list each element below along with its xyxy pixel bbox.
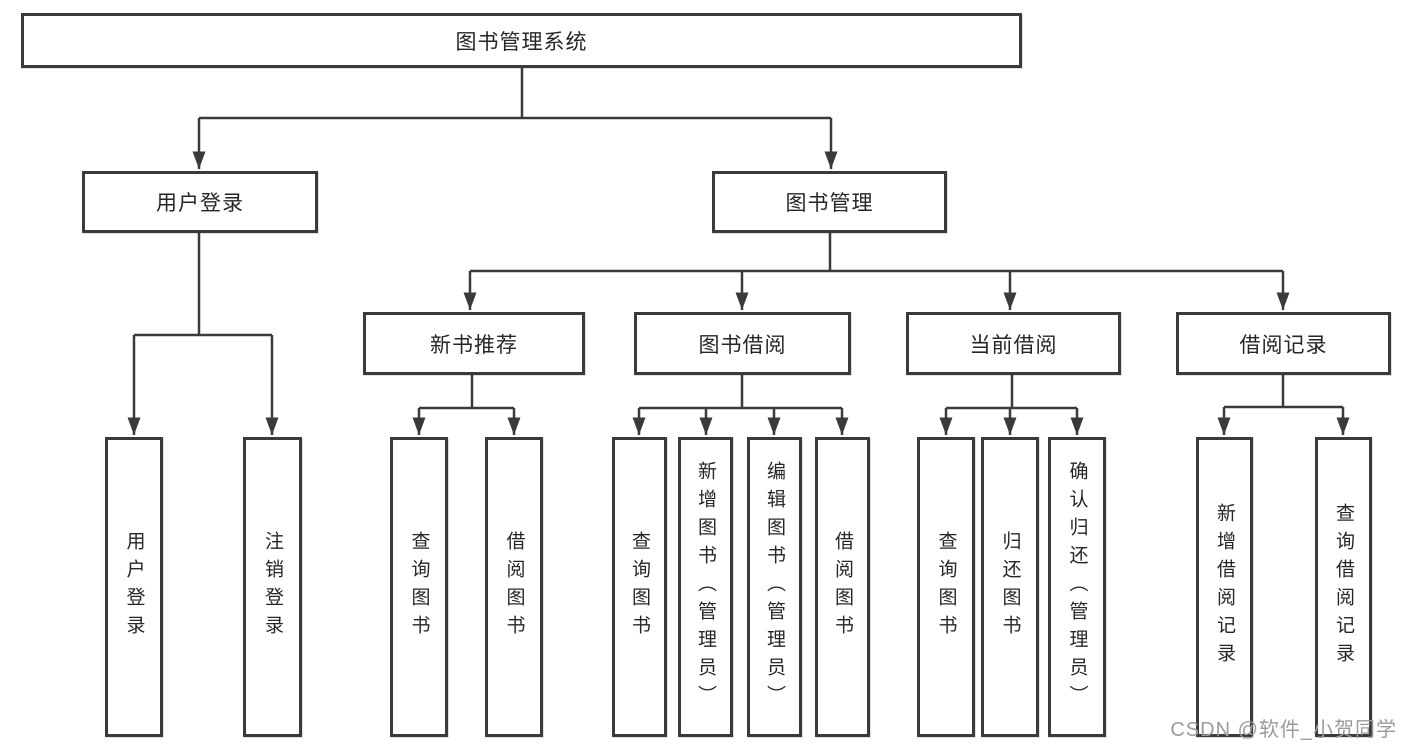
leaf-borrow-book-recommend: 借阅图书: [485, 437, 543, 737]
leaf-label: 新增借阅记录: [1214, 503, 1235, 671]
node-book-management: 图书管理: [712, 171, 947, 233]
leaf-label: 归还图书: [999, 531, 1021, 643]
leaf-label: 新增图书（管理员）: [695, 461, 716, 713]
node-book-borrow: 图书借阅: [634, 312, 851, 375]
leaf-add-borrow-record: 新增借阅记录: [1196, 437, 1253, 737]
leaf-label: 查询借阅记录: [1333, 503, 1354, 671]
csdn-watermark: CSDN @软件_小贺同学: [1170, 719, 1397, 741]
node-current-borrow: 当前借阅: [906, 312, 1121, 375]
leaf-query-book-current: 查询图书: [917, 437, 975, 737]
leaf-label: 注销登录: [262, 531, 283, 643]
leaf-query-book-borrow: 查询图书: [612, 437, 667, 737]
node-label: 用户登录: [156, 192, 244, 215]
leaf-label: 查询图书: [629, 531, 650, 643]
leaf-add-book-admin: 新增图书（管理员）: [678, 437, 733, 737]
leaf-logout: 注销登录: [243, 437, 302, 737]
node-label: 新书推荐: [430, 333, 518, 357]
node-borrow-records: 借阅记录: [1176, 312, 1391, 375]
leaf-label: 借阅图书: [503, 531, 525, 643]
node-new-book-recommend: 新书推荐: [363, 312, 585, 375]
node-label: 图书管理系统: [455, 30, 588, 54]
node-label: 图书管理: [785, 192, 874, 215]
leaf-user-login: 用户登录: [105, 437, 163, 737]
leaf-label: 借阅图书: [832, 531, 853, 643]
node-label: 图书借阅: [698, 333, 787, 357]
leaf-query-borrow-record: 查询借阅记录: [1315, 437, 1372, 737]
leaf-query-book-recommend: 查询图书: [390, 437, 448, 737]
node-library-management-system: 图书管理系统: [21, 13, 1022, 68]
leaf-borrow-book: 借阅图书: [815, 437, 870, 737]
leaf-label: 用户登录: [123, 531, 145, 643]
node-user-login: 用户登录: [82, 171, 318, 233]
leaf-edit-book-admin: 编辑图书（管理员）: [747, 437, 802, 737]
leaf-label: 查询图书: [935, 531, 957, 643]
node-label: 借阅记录: [1239, 333, 1328, 357]
leaf-label: 查询图书: [408, 531, 430, 643]
leaf-return-book: 归还图书: [981, 437, 1039, 737]
node-label: 当前借阅: [969, 333, 1058, 357]
leaf-label: 编辑图书（管理员）: [764, 461, 785, 713]
leaf-label: 确认归还（管理员）: [1066, 461, 1088, 713]
leaf-confirm-return-admin: 确认归还（管理员）: [1048, 437, 1106, 737]
